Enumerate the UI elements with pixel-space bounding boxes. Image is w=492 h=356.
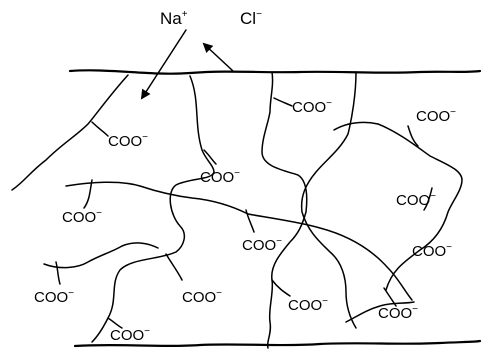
chain-branch [203, 149, 217, 165]
membrane-bottom-surface [73, 339, 482, 348]
chloride-ion-label: Cl− [240, 9, 262, 28]
carboxylate-group-label: COO− [396, 191, 436, 209]
polymer-chain [300, 71, 357, 329]
polymer-chain [11, 74, 129, 191]
polymer-chain [91, 75, 215, 343]
carboxylate-group-label: COO− [412, 242, 452, 260]
chain-branch [383, 287, 397, 307]
chain-branch [407, 125, 419, 147]
carboxylate-group-label: COO− [416, 107, 456, 125]
polymer-chain-network [11, 71, 463, 349]
chloride-rejection-arrow [202, 42, 234, 72]
carboxylate-group-label: COO− [378, 304, 418, 322]
sodium-ion-label: Na+ [160, 9, 188, 28]
carboxylate-group-label: COO− [34, 288, 74, 306]
chain-branch [83, 179, 93, 209]
sodium-entry-arrow [140, 29, 187, 100]
membrane-top-surface [68, 69, 482, 75]
carboxylate-group-label: COO− [108, 132, 148, 150]
chain-branch [423, 187, 433, 211]
chain-branch [55, 261, 61, 285]
carboxylate-group-label: COO− [62, 208, 102, 226]
chain-branch [107, 317, 123, 329]
carboxylate-group-label: COO− [242, 236, 282, 254]
polymer-chain [43, 242, 159, 269]
polymer-chain [345, 301, 415, 323]
chain-branch [271, 279, 291, 297]
polymer-chain [65, 181, 413, 301]
chain-branch [91, 121, 109, 137]
chain-branch [245, 209, 255, 233]
chain-branch [165, 253, 183, 281]
carboxylate-group-label: COO− [292, 98, 332, 116]
chain-branch [273, 97, 293, 107]
carboxylate-group-label: COO− [200, 168, 240, 186]
carboxylate-group-label: COO− [288, 296, 328, 314]
polymer-chain [333, 121, 463, 291]
carboxylate-group-label: COO− [110, 326, 150, 344]
carboxylate-group-label: COO− [182, 288, 222, 306]
polymer-chain [261, 71, 308, 349]
